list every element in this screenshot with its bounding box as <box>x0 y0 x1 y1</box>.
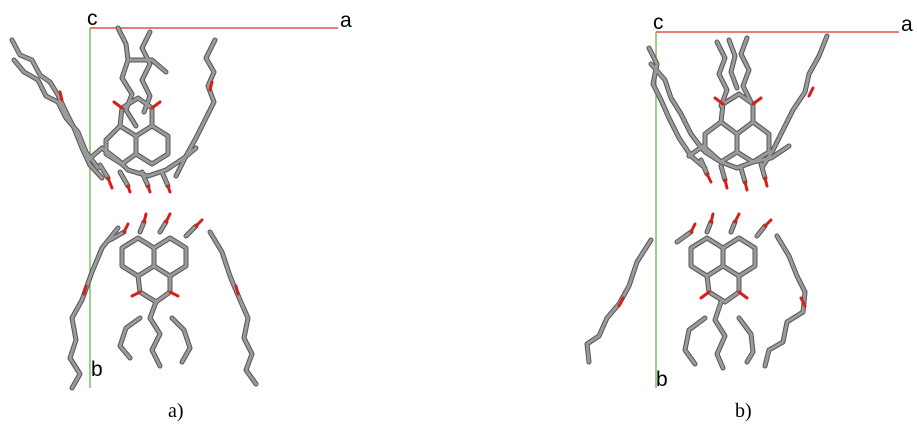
origin-label-c: c <box>87 7 98 30</box>
crystal-packing-diagram-b: c a b <box>584 11 913 391</box>
b-axis-label: b <box>91 358 103 381</box>
panel-caption-b: b) <box>735 400 752 422</box>
upper-molecule <box>646 33 830 192</box>
a-axis-label: a <box>901 13 913 36</box>
a-axis-label: a <box>340 9 352 32</box>
origin-label-c: c <box>653 11 664 34</box>
panel-b: c a b <box>459 0 917 433</box>
lower-molecule <box>67 212 259 391</box>
panel-caption-a: a) <box>168 400 184 422</box>
unit-cell-axes: c a b <box>87 7 352 388</box>
lower-molecule <box>584 212 808 371</box>
crystal-packing-diagram-a: c a b <box>9 7 352 391</box>
b-axis-label: b <box>656 368 668 391</box>
upper-molecule <box>9 25 218 194</box>
panel-a: c a b <box>0 0 458 433</box>
